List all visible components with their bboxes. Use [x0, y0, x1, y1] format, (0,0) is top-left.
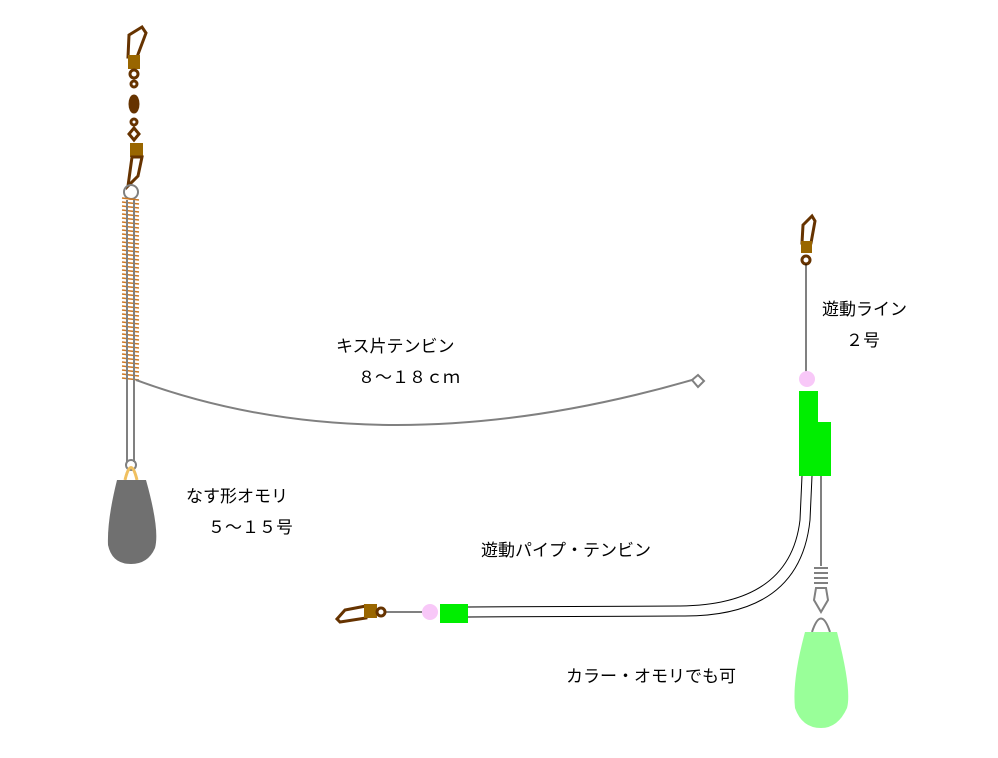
label-nasu-omori: なす形オモリ	[186, 487, 288, 507]
pipe-end-sleeve	[440, 604, 468, 623]
spring-coil	[121, 301, 140, 305]
sinker-loop	[123, 466, 139, 481]
spring-coil	[121, 241, 140, 245]
spring-coil	[121, 321, 140, 325]
spring-coil	[121, 205, 140, 209]
spring-coil	[121, 265, 140, 269]
spring-coil	[121, 281, 140, 285]
label-kisu-tenbin-size: ８～１８ｃｍ	[358, 368, 460, 388]
pipe-curve-inner	[467, 475, 813, 618]
spring-coils	[121, 197, 140, 381]
nasu-sinker	[107, 480, 157, 564]
spring-coil	[121, 225, 140, 229]
pipe-curve-outer	[467, 475, 803, 608]
bead-left	[422, 604, 438, 620]
spring-coil	[121, 369, 140, 373]
swivel-lower	[812, 587, 830, 614]
spring-coil	[121, 209, 140, 213]
label-kisu-tenbin: キス片テンビン	[336, 337, 455, 357]
spring-coil	[121, 253, 140, 257]
snap-swivel-top-left	[125, 24, 148, 191]
spring-coil	[121, 285, 140, 289]
spring-coil	[121, 237, 140, 241]
spring-coil	[121, 329, 140, 333]
spring-coil	[121, 337, 140, 341]
spring-coil	[121, 293, 140, 297]
kisu-tenbin-arm	[135, 379, 693, 426]
spring-coil	[121, 249, 140, 253]
snap-swivel-top-right	[800, 213, 817, 266]
spring-coil	[121, 365, 140, 369]
spring-coil	[121, 269, 140, 273]
spring-coil	[121, 289, 140, 293]
pipe-sleeve	[799, 391, 831, 476]
spring-coil	[121, 277, 140, 281]
spring-coil	[121, 309, 140, 313]
spring-coil	[121, 305, 140, 309]
bead-top	[799, 371, 815, 387]
label-yudo-line-size: ２号	[846, 331, 880, 351]
color-sinker-loop	[811, 617, 831, 633]
spring-coil	[121, 357, 140, 361]
spring-coil	[121, 233, 140, 237]
sinker-eye-ring	[125, 459, 137, 471]
small-spring	[814, 567, 828, 584]
spring-coil	[121, 257, 140, 261]
spring-coil	[121, 353, 140, 357]
spring-coil	[121, 333, 140, 337]
spring-coil	[121, 297, 140, 301]
label-nasu-omori-size: ５～１５号	[208, 518, 293, 538]
spring-coil	[121, 261, 140, 265]
label-yudo-pipe: 遊動パイプ・テンビン	[481, 541, 651, 561]
spring-coil	[121, 345, 140, 349]
spring-coil	[121, 229, 140, 233]
spring-coil	[121, 213, 140, 217]
split-ring-icon	[123, 184, 139, 200]
spring-coil	[121, 217, 140, 221]
spring-coil	[121, 221, 140, 225]
color-sinker	[794, 632, 849, 728]
spring-coil	[121, 361, 140, 365]
label-yudo-line: 遊動ライン	[822, 300, 907, 320]
spring-coil	[121, 341, 140, 345]
arm-end-loop-icon	[690, 373, 706, 389]
spring-coil	[121, 245, 140, 249]
spring-coil	[121, 317, 140, 321]
spring-coil	[121, 197, 140, 201]
spring-coil	[121, 201, 140, 205]
snap-swivel-left	[334, 604, 387, 624]
spring-coil	[121, 373, 140, 377]
spring-coil	[121, 325, 140, 329]
spring-coil	[121, 313, 140, 317]
spring-coil	[121, 349, 140, 353]
spring-coil	[121, 273, 140, 277]
label-color-omori: カラー・オモリでも可	[566, 667, 736, 687]
